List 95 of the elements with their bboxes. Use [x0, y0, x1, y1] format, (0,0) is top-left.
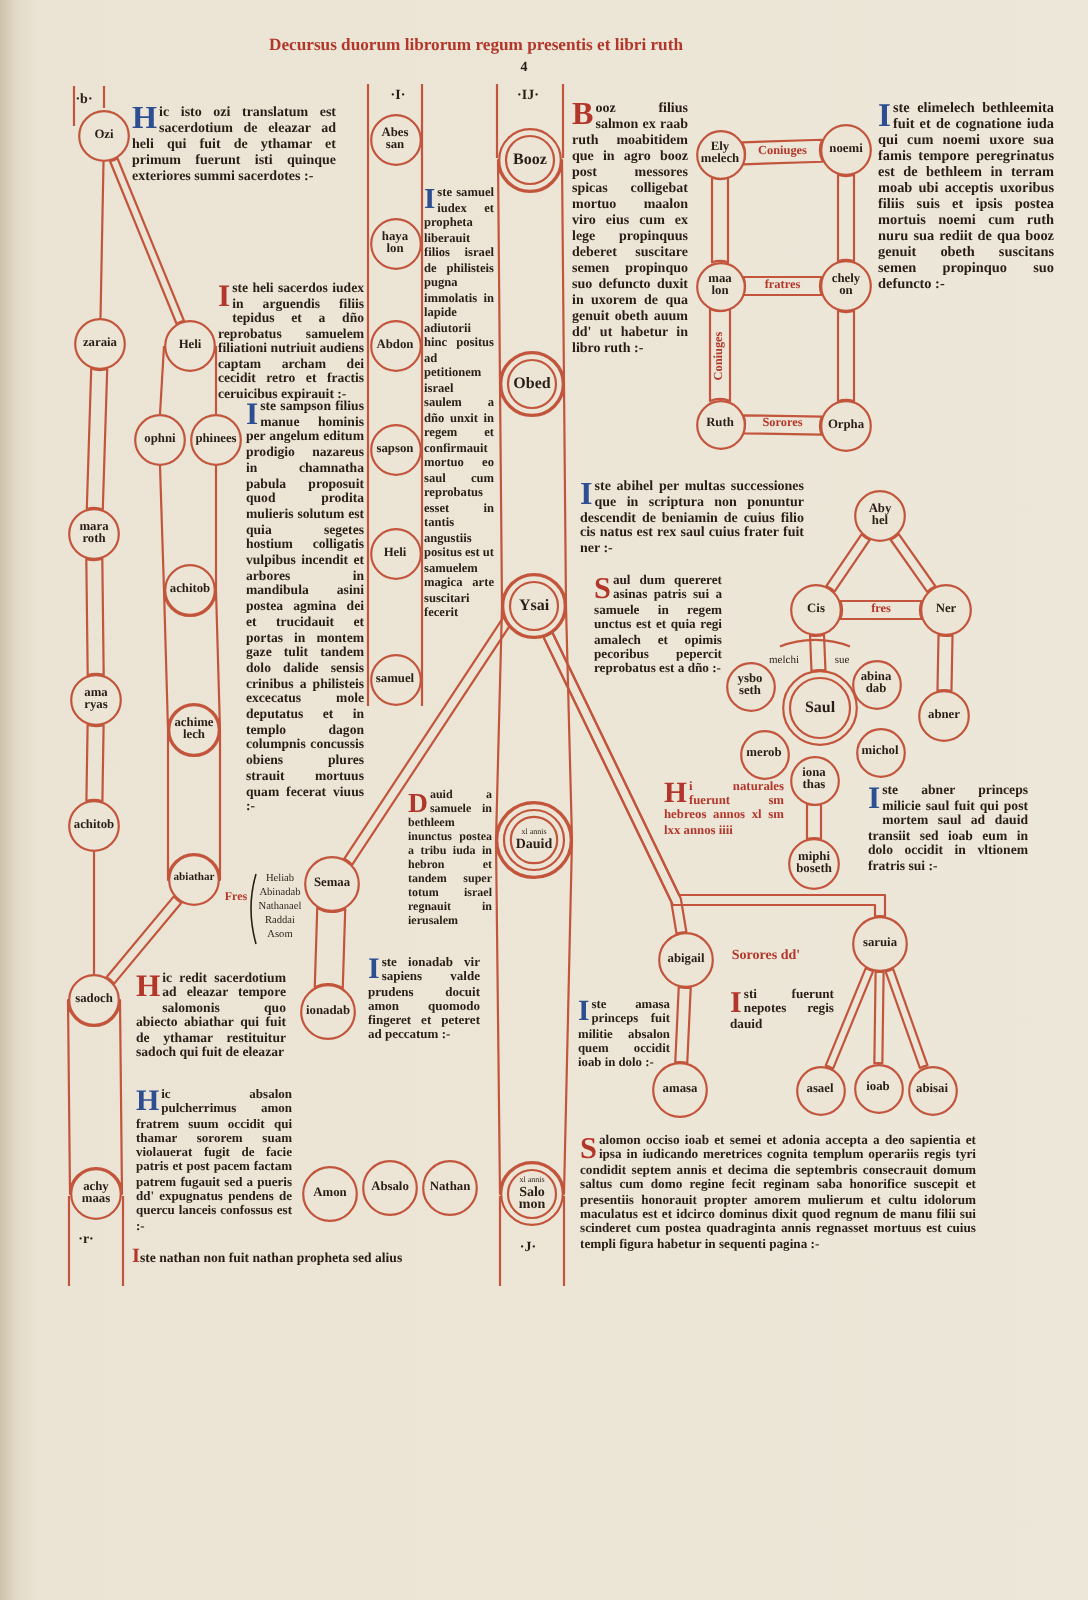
- genealogy-line: [166, 728, 222, 882]
- name-circle: [78, 110, 130, 162]
- genealogy-line: [936, 633, 954, 693]
- name-circle: [852, 916, 908, 972]
- genealogy-line: [92, 852, 96, 974]
- name-circle: [369, 654, 421, 706]
- name-circle: [74, 318, 126, 370]
- name-circle: [498, 128, 562, 192]
- name-circle: [795, 1065, 845, 1115]
- genealogy-line: [825, 533, 871, 593]
- name-circle: [820, 124, 872, 176]
- genealogy-line: [214, 466, 218, 590]
- genealogy-line: [742, 414, 823, 436]
- genealogy-line: [805, 802, 823, 841]
- name-circle: [739, 729, 789, 779]
- genealogy-line: [158, 345, 166, 415]
- name-text: Saul: [804, 700, 836, 716]
- name-circle: [134, 414, 186, 466]
- name-circle: [788, 838, 840, 890]
- genealogy-line: [836, 173, 856, 263]
- genealogy-line: [494, 604, 574, 842]
- name-circle: [369, 218, 421, 270]
- genealogy-line: [85, 367, 109, 511]
- name-circle: [658, 932, 714, 988]
- name-circle: [68, 800, 120, 852]
- genealogy-line: [105, 895, 183, 985]
- name-circle: [820, 260, 872, 312]
- genealogy-line: [99, 161, 105, 319]
- name-circle: [369, 320, 421, 372]
- name-circle: [695, 261, 745, 311]
- name-text: Booz: [513, 152, 547, 168]
- name-circle: [168, 854, 220, 906]
- genealogy-line: [108, 157, 186, 325]
- name-circle: [304, 856, 360, 912]
- genealogy-line: [708, 307, 732, 403]
- name-circle: [300, 984, 356, 1040]
- name-circle: [652, 1062, 708, 1118]
- genealogy-line: [710, 176, 730, 264]
- name-circle: [70, 1168, 122, 1220]
- name-circle: [500, 352, 564, 416]
- name-circle: [502, 574, 566, 638]
- name-circle: [190, 414, 242, 466]
- genealogy-line: [824, 967, 875, 1070]
- genealogy-line: [313, 906, 347, 990]
- name-circle: [695, 399, 745, 449]
- genealogy-line: [158, 465, 166, 591]
- genealogy-line: [808, 633, 827, 673]
- name-circle: [920, 584, 972, 636]
- genealogy-line: [836, 309, 856, 403]
- name-circle: [168, 704, 220, 756]
- name-circle: [500, 1162, 564, 1226]
- genealogy-line: [85, 557, 105, 677]
- genealogy-line: [496, 158, 566, 386]
- name-circle: [790, 584, 842, 636]
- genealogy-line: [85, 723, 105, 803]
- genealogy-line: [494, 838, 574, 1196]
- name-circle: [851, 659, 901, 709]
- name-circle: [918, 690, 970, 742]
- name-circle: [362, 1160, 418, 1216]
- name-circle: [695, 129, 745, 179]
- name-circle: [68, 974, 120, 1026]
- title-rubric: Decursus duorum librorum regum presentis et libri ruth: [269, 36, 683, 54]
- text-line: Iste nathan non fuit nathan propheta sed alius: [132, 1248, 403, 1269]
- genealogy-line: [214, 346, 218, 414]
- genealogy-line: [741, 138, 824, 166]
- name-circle: [70, 674, 122, 726]
- name-circle: [820, 400, 872, 452]
- name-circle: [854, 490, 906, 542]
- genealogy-line: [343, 615, 511, 866]
- name-circle: [164, 564, 216, 616]
- name-circle: [853, 1063, 903, 1113]
- genealogy-line: [674, 985, 692, 1065]
- genealogy-line: [884, 967, 929, 1070]
- genealogy-line: [839, 599, 923, 621]
- name-circle: [369, 528, 421, 580]
- name-circle: [68, 508, 120, 560]
- genealogy-line: [498, 382, 568, 608]
- name-circle: [789, 755, 839, 805]
- name-circle: [369, 424, 421, 476]
- name-circle: [496, 802, 572, 878]
- name-circle: [369, 114, 421, 166]
- name-text: Ysai: [518, 598, 550, 614]
- genealogy-line: [66, 998, 124, 1196]
- name-circle: [725, 661, 775, 711]
- name-circle: [782, 670, 858, 746]
- genealogy-line: [873, 970, 885, 1065]
- name-circle: [422, 1160, 478, 1216]
- genealogy-line: [889, 532, 937, 594]
- name-circle: [302, 1166, 358, 1222]
- name-circle: [164, 320, 216, 372]
- name-circle: [855, 727, 905, 777]
- genealogy-line: [742, 275, 823, 297]
- name-circle: [907, 1065, 957, 1115]
- name-text: Obed: [513, 376, 551, 392]
- genealogy-line: [162, 588, 222, 732]
